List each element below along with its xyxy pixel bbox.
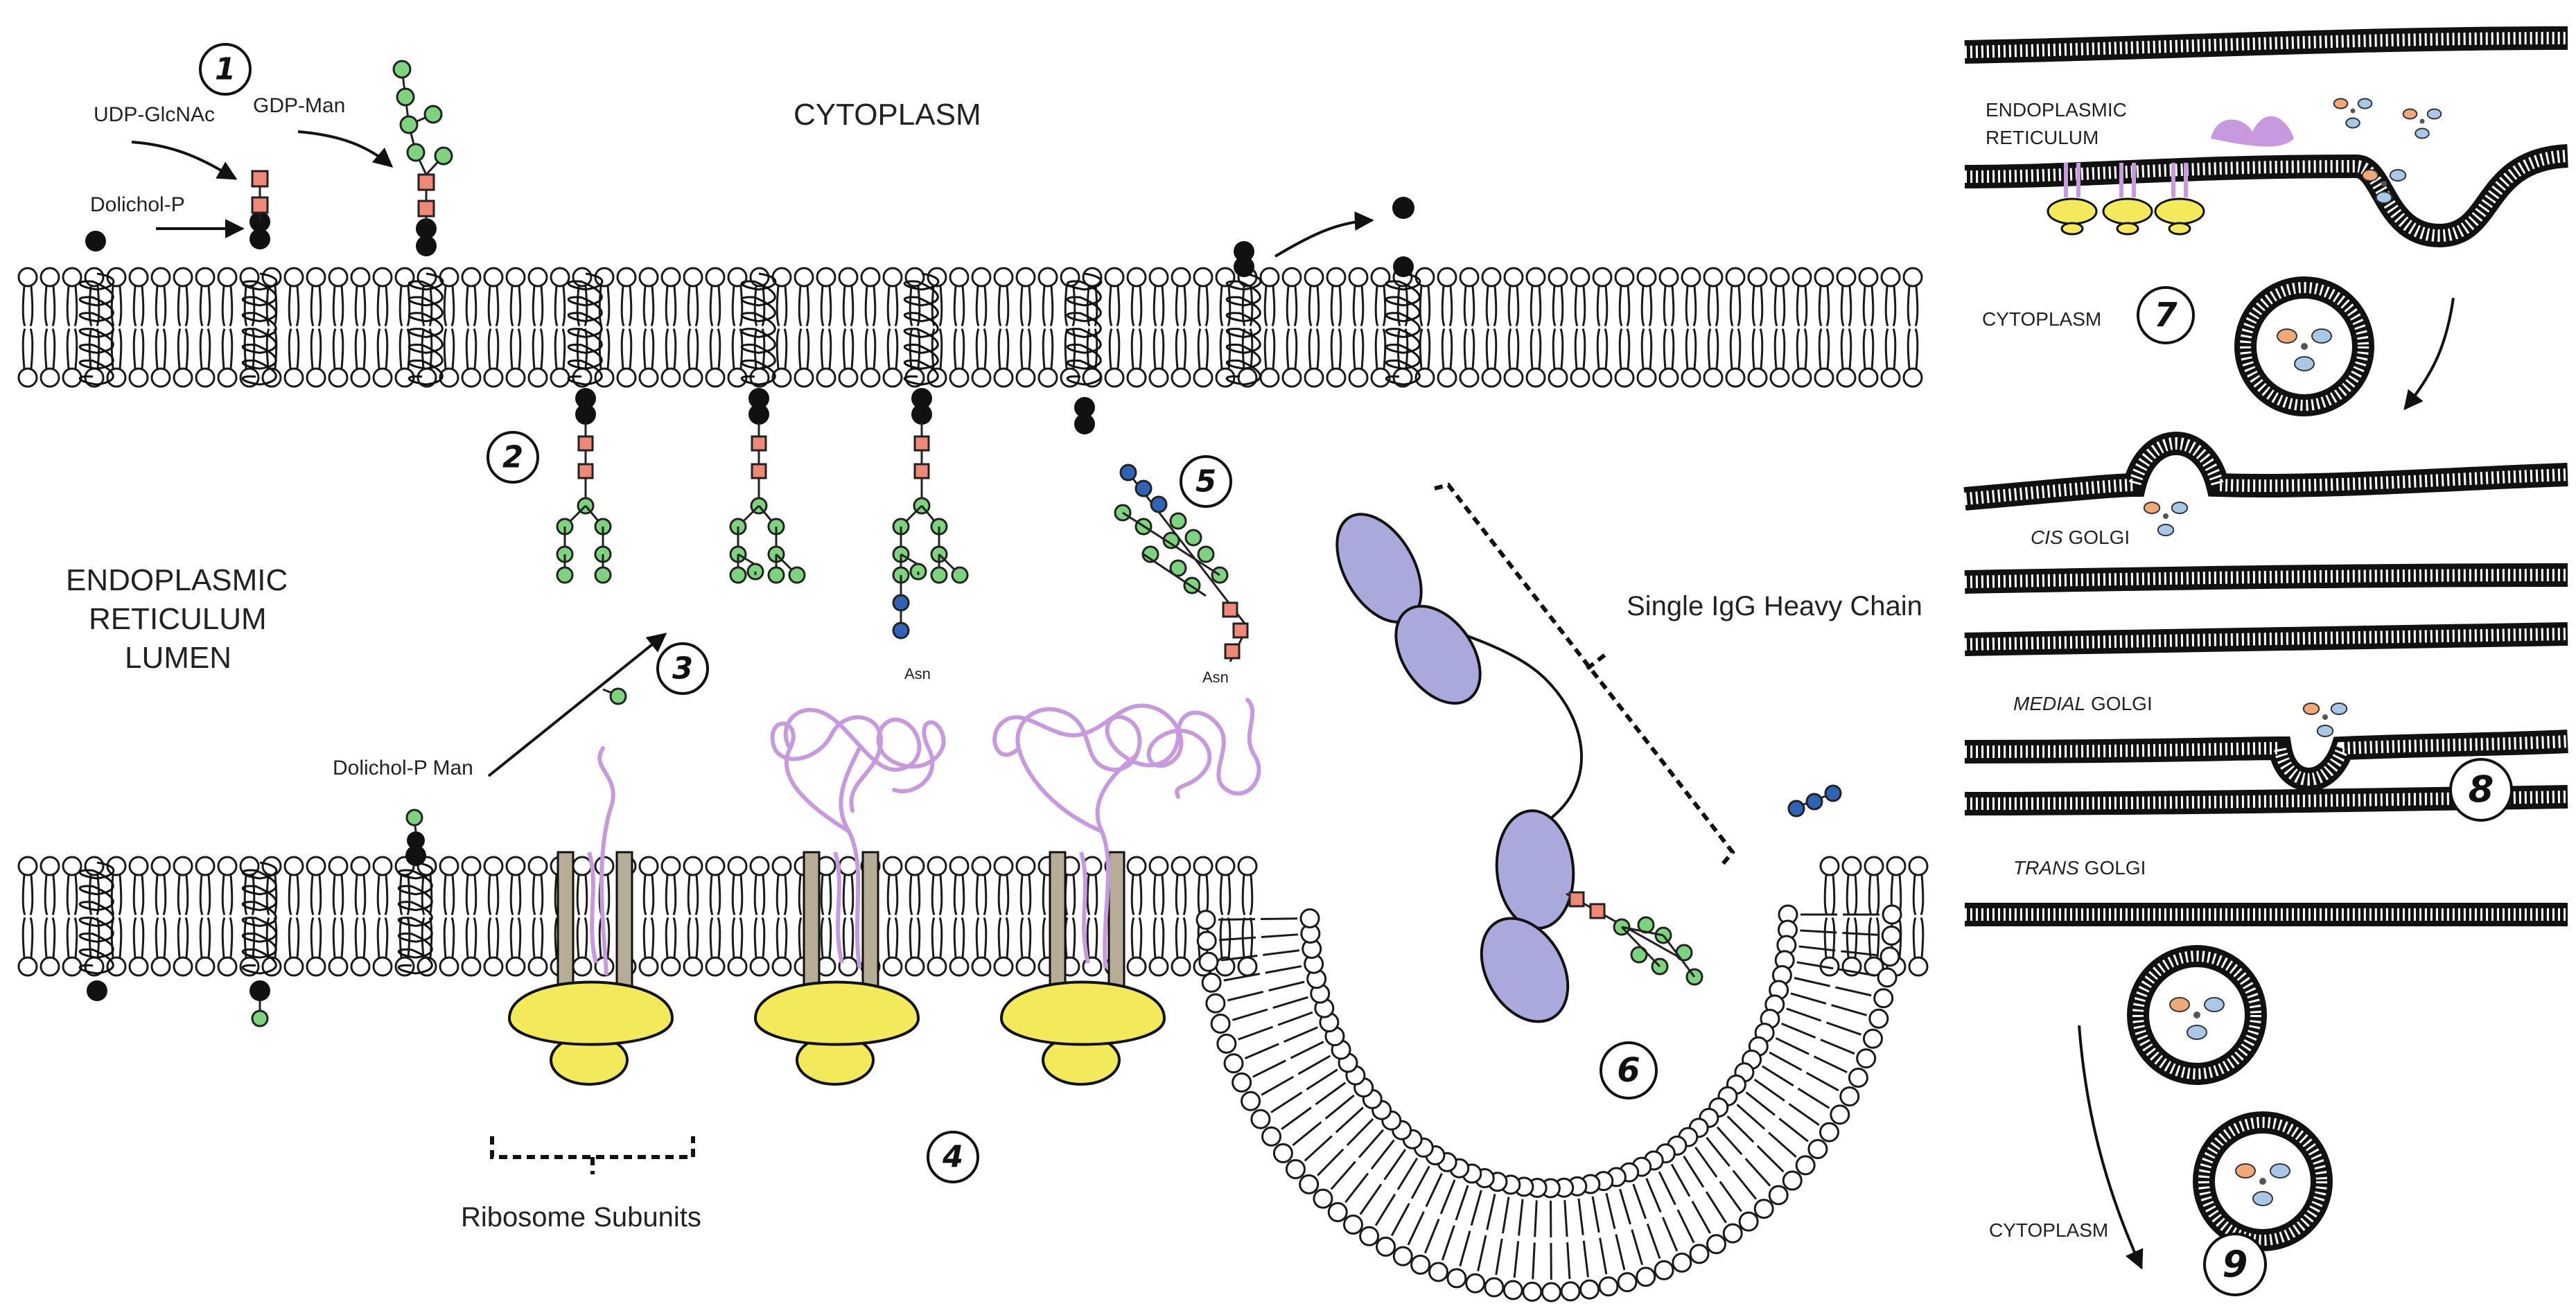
label-asn-2: Asn [1202, 669, 1229, 686]
step-2-label: 2 [502, 440, 523, 475]
step-3-label: 3 [672, 651, 693, 686]
label-er-lumen-2: RETICULUM [89, 602, 267, 636]
igg-bracket [1434, 482, 1735, 866]
medial-golgi-prefix: MEDIAL [2013, 693, 2085, 714]
man5-glcnac2-dolichol-pp [392, 60, 453, 256]
step-7-marker [2137, 286, 2195, 344]
lumen-glycan-chains [556, 388, 1095, 639]
free-mannose [602, 687, 627, 705]
arrow-udp-glcnac [131, 141, 238, 180]
label-dolichol-p: Dolichol-P [90, 193, 185, 216]
dolichol-p-man-anchor [405, 809, 426, 866]
dolichol-p-right [1393, 256, 1414, 277]
label-cytoplasm-right-1: CYTOPLASM [1982, 308, 2101, 330]
ribosome-bracket [490, 1136, 695, 1174]
igg-n-glycan [1566, 891, 1703, 986]
arrow-gdp-man [297, 130, 394, 168]
ribosomes [507, 851, 1166, 1086]
released-glucose [1787, 784, 1842, 818]
trans-golgi-prefix: TRANS [2013, 857, 2079, 879]
step-5-label: 5 [1195, 464, 1216, 499]
step-6-label: 6 [1617, 1051, 1640, 1090]
budding-membrane-curve [1195, 904, 1902, 1303]
label-gdp-man: GDP-Man [253, 94, 345, 117]
step-markers: 1 2 3 4 5 6 7 8 9 [199, 43, 2513, 1296]
step-5-marker [1180, 455, 1232, 508]
label-trans-golgi: TRANS GOLGI [2013, 857, 2146, 879]
label-single-igg: Single IgG Heavy Chain [1627, 591, 1922, 621]
label-dolichol-p-man: Dolichol-P Man [333, 757, 473, 779]
dolichol-pp-left [1234, 241, 1254, 262]
step-1-marker [199, 43, 252, 96]
step-7-label: 7 [2154, 296, 2178, 335]
label-medial-golgi: MEDIAL GOLGI [2013, 693, 2153, 714]
arrow-flip [1274, 211, 1374, 258]
cis-golgi-prefix: CIS [2031, 527, 2063, 548]
igg-bracket-tick [1586, 651, 1609, 671]
step-8-marker [2449, 758, 2513, 822]
dolichol-p-anchor [85, 231, 106, 251]
step-9-marker [2203, 1233, 2267, 1296]
label-ribosome-subunits: Ribosome Subunits [461, 1202, 701, 1233]
nascent-peptides [597, 698, 1261, 976]
label-er-right-1: ENDOPLASMIC [1986, 99, 2127, 121]
step-4-label: 4 [942, 1140, 963, 1174]
label-cytoplasm-top: CYTOPLASM [794, 98, 981, 132]
igg-heavy-chain [1335, 513, 1584, 1023]
step-3-marker [656, 642, 709, 695]
trans-golgi-suffix: GOLGI [2079, 857, 2146, 879]
dolichol-helices-upper [78, 272, 1421, 386]
step-1-label: 1 [215, 52, 236, 87]
label-udp-glcnac: UDP-GlcNAc [94, 103, 215, 126]
step-6-marker [1600, 1041, 1658, 1100]
dolichol-pp-left-2 [1234, 256, 1254, 277]
step-8-label: 8 [2469, 769, 2494, 811]
label-er-lumen-1: ENDOPLASMIC [66, 563, 288, 597]
dolichol-helices-lower [78, 861, 434, 975]
medial-golgi-suffix: GOLGI [2085, 693, 2152, 714]
secretory-pathway-panel [1963, 26, 2569, 1270]
step-2-marker [487, 431, 539, 484]
glcnac-dolichol-pp [249, 170, 270, 249]
cis-golgi-suffix: GOLGI [2063, 527, 2130, 548]
lower-dolichol-anchors [87, 980, 270, 1027]
label-cytoplasm-right-2: CYTOPLASM [1989, 1219, 2108, 1241]
label-er-lumen-3: LUMEN [125, 641, 231, 675]
upper-er-membrane [17, 267, 1923, 388]
step-4-marker [927, 1131, 979, 1183]
label-cis-golgi: CIS GOLGI [2031, 527, 2130, 548]
step-9-label: 9 [2223, 1244, 2248, 1286]
glycan-with-glucose [1114, 464, 1249, 662]
label-asn-1: Asn [904, 665, 931, 682]
released-dolichol-p [1392, 197, 1414, 219]
label-er-right-2: RETICULUM [1986, 127, 2099, 148]
arrow-dolichol-p-man [487, 633, 667, 777]
